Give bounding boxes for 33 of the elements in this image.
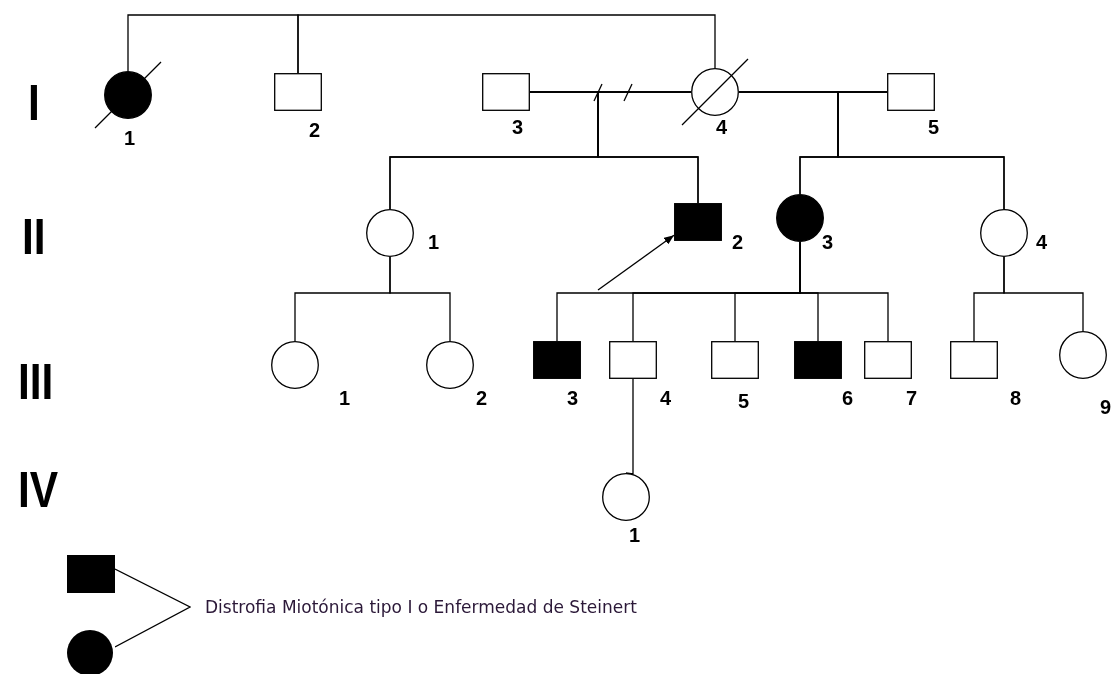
- individual-number: 4: [716, 117, 728, 137]
- individual-number: 5: [738, 391, 750, 411]
- pedigree-line: [127, 14, 299, 74]
- pedigree-line: [837, 91, 1005, 210]
- individual-number: 5: [928, 117, 940, 137]
- generation-label: IV: [18, 465, 59, 515]
- individual-number: 4: [1036, 232, 1048, 252]
- pedigree-line: [1003, 256, 1084, 332]
- individual-number: 7: [906, 388, 918, 408]
- individual-number: 1: [339, 388, 351, 408]
- individual-number: 6: [842, 388, 854, 408]
- legend-text: Distrofia Miotónica tipo I o Enfermedad de Steinert: [205, 597, 637, 617]
- individual-number: 9: [1100, 397, 1112, 417]
- pedigree-line: [597, 91, 699, 204]
- pedigree-line: [625, 378, 634, 475]
- pedigree-line: [297, 14, 716, 74]
- individual-number: 8: [1010, 388, 1022, 408]
- proband-arrow: [597, 234, 675, 291]
- generation-label: III: [18, 357, 54, 407]
- individual-number: 2: [476, 388, 488, 408]
- generation-label: I: [28, 78, 40, 128]
- individual-number: 2: [732, 232, 744, 252]
- individual-number: 1: [629, 525, 641, 545]
- individual-number: 3: [567, 388, 579, 408]
- individual-number: 4: [660, 388, 672, 408]
- individual-number: 3: [822, 232, 834, 252]
- individual-number: 3: [512, 117, 524, 137]
- individual-number: 1: [124, 128, 136, 148]
- generation-label: II: [22, 212, 46, 262]
- pedigree-line: [799, 241, 889, 342]
- pedigree-line: [389, 256, 451, 342]
- individual-number: 2: [309, 120, 321, 140]
- individual-number: 1: [428, 232, 440, 252]
